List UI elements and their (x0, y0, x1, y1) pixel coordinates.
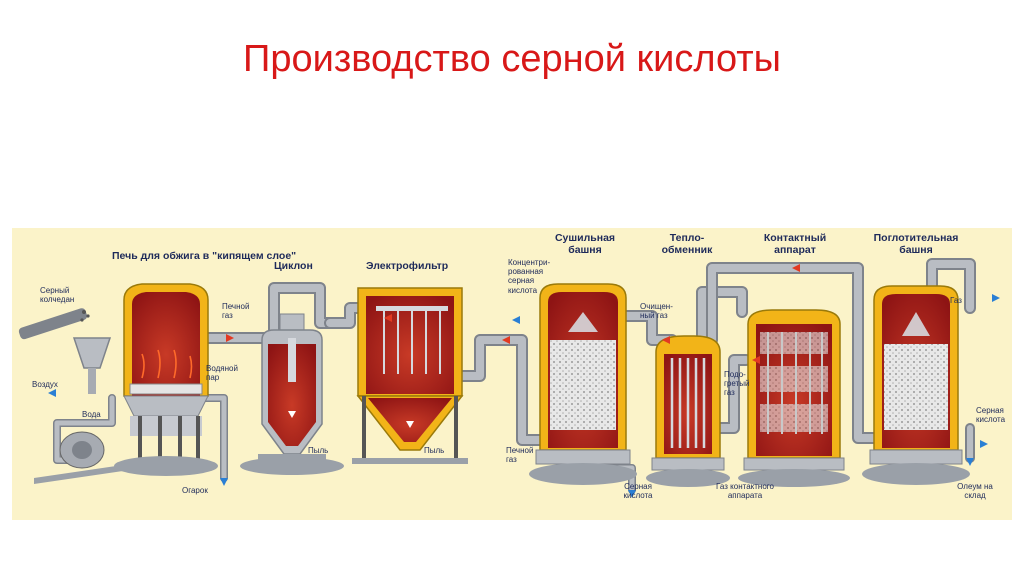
electrofilter-label: Электрофильтр (366, 260, 449, 272)
flow-arrows (48, 264, 1000, 498)
dust-label-2: Пыль (424, 446, 445, 455)
cyclone-label: Циклон (274, 260, 313, 272)
absorption-tower-label: Поглотительная башня (873, 232, 959, 257)
electrofilter (352, 287, 468, 464)
contact-apparatus (738, 309, 850, 487)
purified-gas-label: Очищен- ный газ (640, 302, 673, 321)
furnace-gas-label-1: Печной газ (222, 302, 250, 321)
heat-exchanger (646, 335, 730, 487)
concentrated-acid-label: Концентри- рованная серная кислота (508, 258, 551, 295)
drying-tower-label: Сушильная башня (554, 232, 616, 257)
drying-tower (529, 283, 637, 485)
page-title: Производство серной кислоты (243, 38, 781, 80)
sulfuric-acid-label-2: Серная кислота (976, 406, 1006, 425)
heated-gas-label: Подо- гретый газ (724, 370, 750, 398)
furnace (18, 283, 218, 484)
contact-gas-label: Газ контактного аппарата (716, 482, 774, 501)
steam-label: Водяной пар (206, 364, 238, 383)
contact-apparatus-label: Контактный аппарат (763, 232, 827, 257)
cinder-label: Огарок (182, 486, 208, 495)
cyclone (240, 313, 344, 475)
gas-label: Газ (950, 296, 962, 305)
heat-exchanger-label: Тепло- обменник (661, 232, 713, 257)
water-label: Вода (82, 410, 101, 419)
furnace-gas-label-2: Печной газ (506, 446, 534, 465)
process-diagram: Печь для обжига в "кипящем слое" Циклон … (12, 228, 1012, 520)
sulfuric-acid-label-1: Серная кислота (623, 482, 653, 501)
pipes (53, 258, 976, 494)
furnace-label: Печь для обжига в "кипящем слое" (112, 250, 297, 262)
dust-label-1: Пыль (308, 446, 329, 455)
air-label: Воздух (32, 380, 58, 389)
process-flow-graphic (18, 258, 1000, 498)
oleum-label: Олеум на склад (957, 482, 993, 501)
absorption-tower (862, 285, 970, 485)
pyrite-label: Серный колчедан (40, 286, 75, 305)
